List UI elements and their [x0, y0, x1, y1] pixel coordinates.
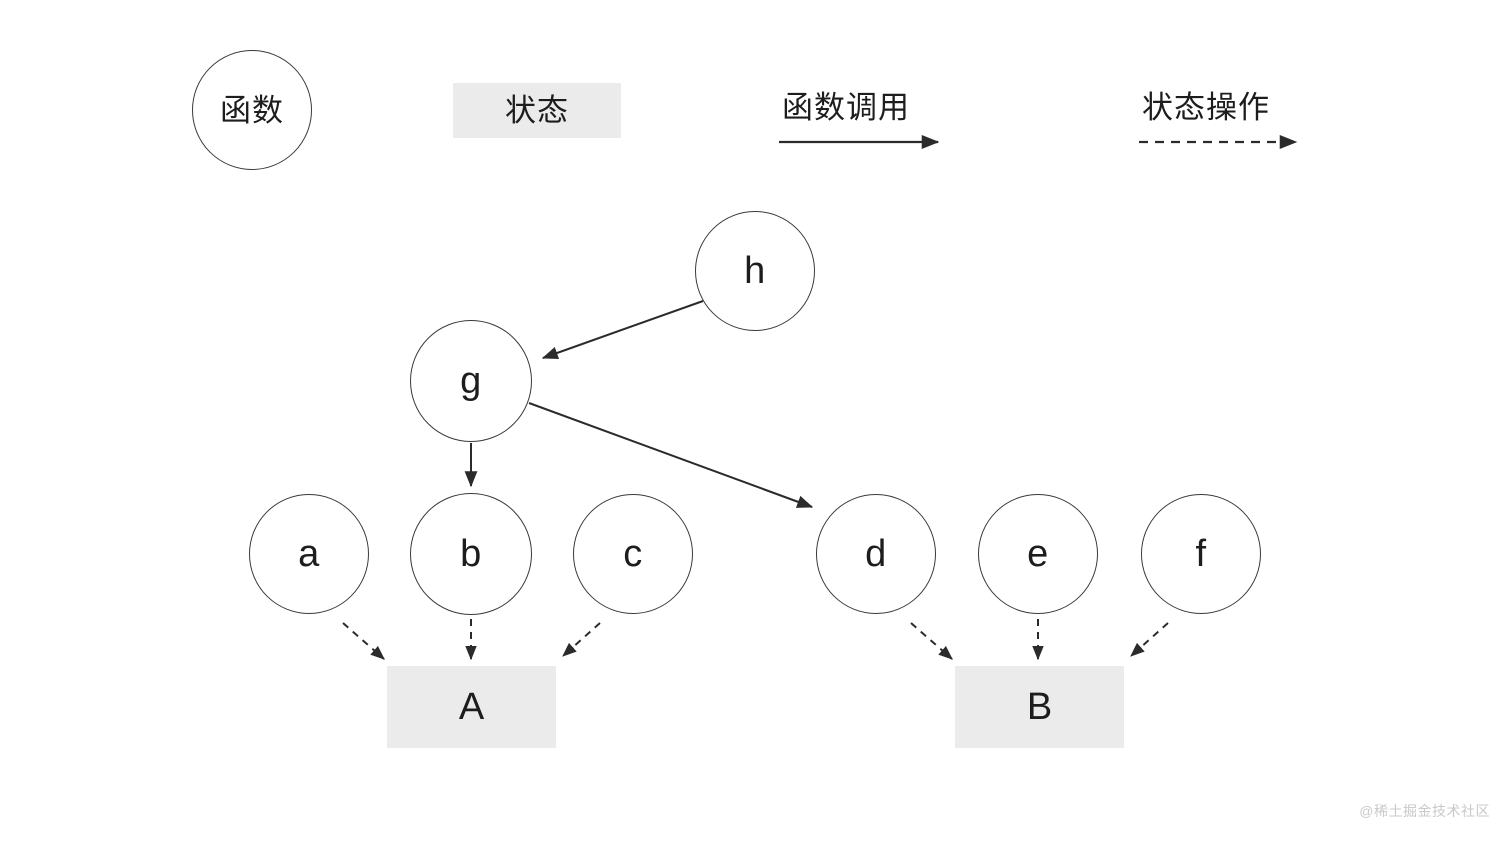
function-node-e: e — [978, 494, 1098, 614]
watermark: @稀土掘金技术社区 — [1359, 803, 1490, 819]
function-node-label: d — [865, 533, 887, 575]
function-node-d: d — [816, 494, 936, 614]
state-node-B: B — [955, 666, 1124, 748]
edge-h-to-g — [541, 300, 704, 360]
edge-A-to-c — [562, 622, 601, 657]
function-node-g: g — [410, 320, 532, 442]
function-node-a: a — [249, 494, 369, 614]
function-node-label: g — [460, 360, 482, 402]
function-node-f: f — [1141, 494, 1261, 614]
state-node-label: A — [458, 686, 485, 728]
legend-state-label: 状态 — [505, 93, 569, 128]
function-node-label: e — [1027, 533, 1049, 575]
edge-d-to-B — [910, 622, 953, 660]
function-node-label: h — [744, 250, 766, 292]
function-node-c: c — [573, 494, 693, 614]
state-node-A: A — [387, 666, 556, 748]
legend-function-node: 函数 — [192, 50, 312, 170]
edge-a-to-A — [342, 622, 385, 660]
function-node-label: c — [623, 533, 643, 575]
edge-g-to-d — [528, 402, 814, 508]
state-node-label: B — [1026, 686, 1053, 728]
function-node-label: a — [298, 533, 320, 575]
legend-state-operation-label: 状态操作 — [1142, 90, 1270, 125]
legend-state-node: 状态 — [453, 83, 621, 138]
function-node-label: b — [460, 533, 482, 575]
edge-B-to-f — [1130, 622, 1169, 657]
legend-function-label: 函数 — [220, 92, 284, 128]
function-node-label: f — [1195, 533, 1207, 575]
legend-function-call-label: 函数调用 — [782, 90, 910, 125]
function-node-h: h — [695, 211, 815, 331]
function-node-b: b — [410, 493, 532, 615]
